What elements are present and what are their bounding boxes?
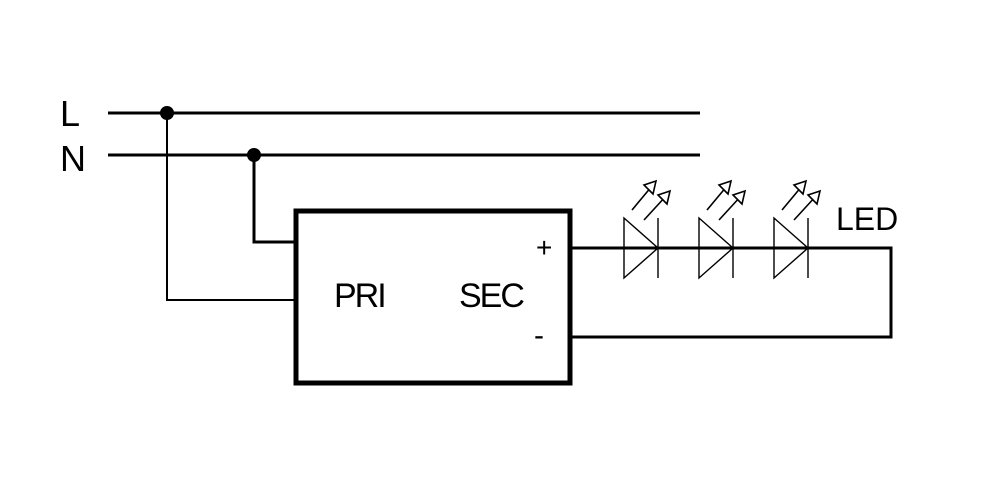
- neutral-label: N: [60, 138, 86, 179]
- output-loop: [572, 246, 893, 339]
- negative-terminal-label: -: [534, 319, 544, 352]
- positive-output-wire: [572, 246, 893, 339]
- light-emission-arrow-icon: [793, 189, 822, 221]
- mains-connections: [160, 106, 296, 301]
- led-diode-2: [698, 179, 747, 280]
- neutral-drop-wire: [252, 155, 296, 244]
- led-triangle: [698, 216, 735, 280]
- light-emission-arrow-icon: [643, 189, 672, 221]
- led-triangle: [623, 216, 660, 280]
- live-label: L: [60, 93, 80, 134]
- led-label: LED: [836, 201, 898, 237]
- live-drop-wire: [166, 113, 296, 301]
- light-emission-arrow-icon: [706, 179, 733, 211]
- driver-outline: [293, 208, 573, 386]
- secondary-label: SEC: [459, 277, 524, 315]
- primary-label: PRI: [334, 277, 385, 315]
- mains-lines: L N: [60, 93, 700, 179]
- led-diode-1: [623, 179, 672, 280]
- light-emission-arrow-icon: [631, 179, 658, 211]
- led-triangle: [773, 216, 810, 280]
- light-emission-arrow-icon: [781, 179, 808, 211]
- driver-box: PRI SEC + -: [293, 208, 573, 386]
- light-emission-arrow-icon: [718, 189, 747, 221]
- led-string: [623, 179, 822, 280]
- positive-terminal-label: +: [536, 232, 552, 263]
- led-diode-3: [773, 179, 822, 280]
